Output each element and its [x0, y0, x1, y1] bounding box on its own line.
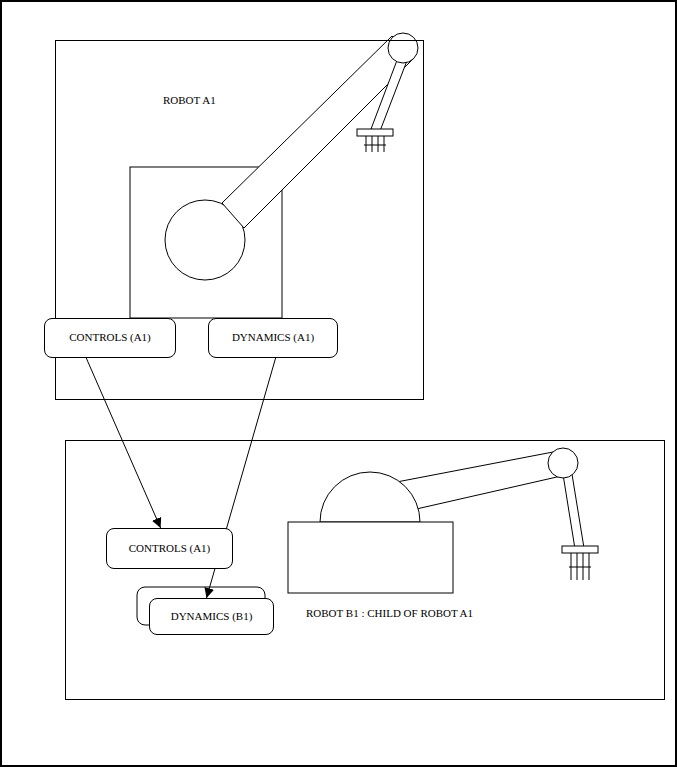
robot-b1-gripper-bar [562, 546, 598, 553]
robot-b1-elbow [548, 448, 578, 478]
robot-a1-finger [378, 136, 379, 152]
robot-a1-finger [372, 136, 373, 152]
robot-a1-finger [384, 136, 385, 152]
module-box: CONTROLS (A1) [106, 528, 233, 569]
robot-b1-dome [320, 472, 420, 522]
robot-a1-forearm [371, 55, 408, 131]
robot-b1-forearm [562, 468, 584, 549]
robot-a1-upper-arm [222, 36, 414, 228]
robot-label: ROBOT B1 : CHILD OF ROBOT A1 [306, 607, 473, 620]
robot-frame: ROBOT B1 : CHILD OF ROBOT A1 CONTROLS (A1… [65, 440, 665, 700]
robot-b1-base [288, 522, 453, 593]
module-label: CONTROLS (A1) [69, 331, 151, 344]
robot-a1-gripper-bar [357, 129, 393, 136]
module-box: DYNAMICS (A1) [208, 318, 338, 358]
module-label: DYNAMICS (A1) [232, 331, 314, 344]
robot-a1-finger [366, 136, 367, 152]
robot-frame: ROBOT A1 CONTROLS (A1) DYNAMICS (A1) [55, 40, 424, 400]
robot-a1-finger-bar [364, 145, 386, 146]
robot-label: ROBOT A1 [163, 94, 216, 107]
module-box: CONTROLS (A1) [44, 318, 176, 358]
module-label: CONTROLS (A1) [129, 542, 211, 555]
robot-a1-elbow [388, 33, 418, 63]
robot-a1-arm [130, 33, 418, 318]
module-box: DYNAMICS (B1) [149, 598, 274, 635]
inheritance-arrow [86, 358, 160, 528]
robot-b1-finger-bar [569, 567, 591, 568]
module-label: DYNAMICS (B1) [171, 610, 253, 623]
robot-b1-arm [288, 448, 598, 593]
